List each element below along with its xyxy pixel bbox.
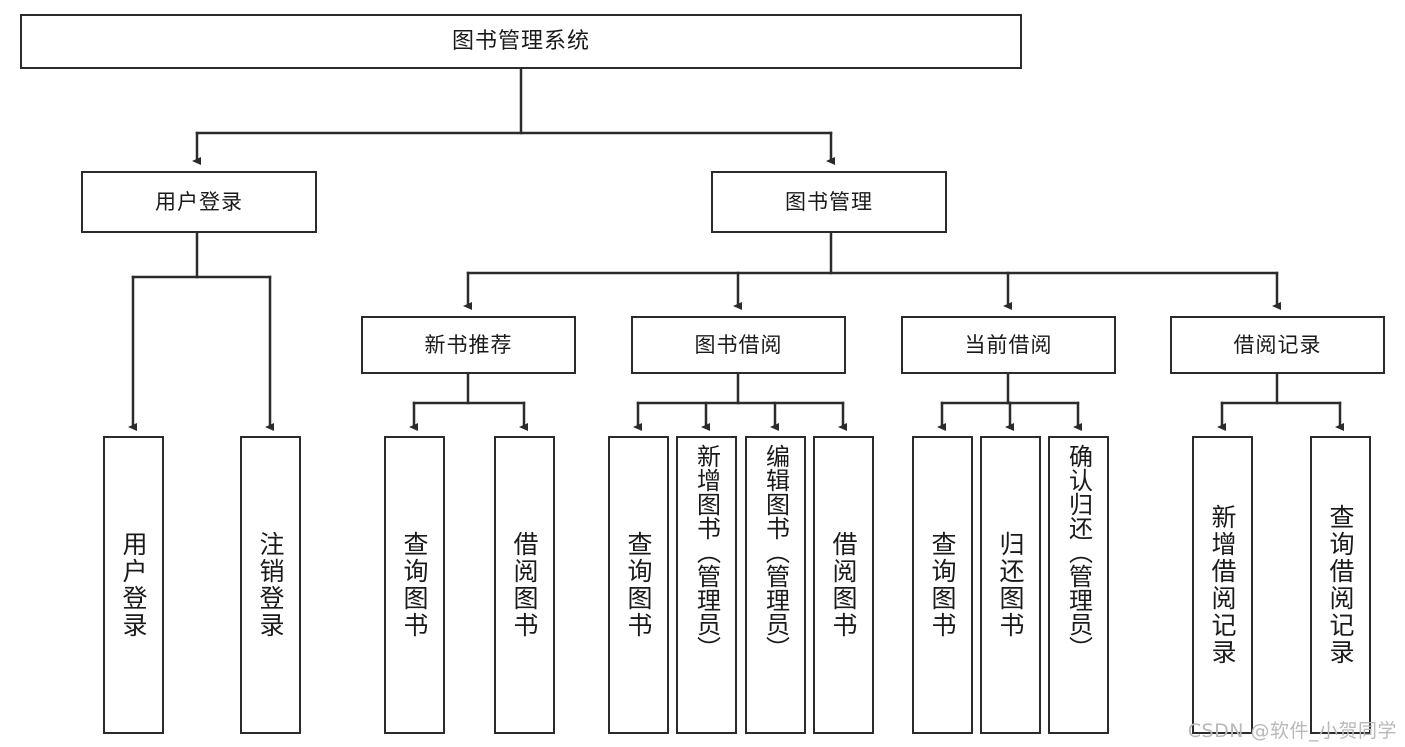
leaf-current-borrow-query-book[interactable]: 查询图书 (912, 436, 973, 734)
node-label: 查询图书 (400, 531, 429, 639)
node-new-book-recommend[interactable]: 新书推荐 (361, 316, 576, 374)
node-book-management[interactable]: 图书管理 (711, 171, 947, 233)
node-label: 当前借阅 (964, 332, 1053, 357)
node-label: 归还图书 (996, 531, 1025, 639)
leaf-book-borrow-add-book-admin[interactable]: 新增图书（管理员） (676, 436, 737, 734)
node-label: 用户登录 (155, 189, 243, 214)
node-label: 新书推荐 (424, 332, 513, 357)
node-label: 查询图书 (624, 531, 653, 639)
node-current-borrow[interactable]: 当前借阅 (901, 316, 1116, 374)
leaf-user-login-login[interactable]: 用户登录 (103, 436, 164, 734)
leaf-book-borrow-query-book[interactable]: 查询图书 (608, 436, 669, 734)
leaf-user-login-logout[interactable]: 注销登录 (240, 436, 301, 734)
node-label: 图书管理 (785, 189, 873, 214)
node-label: 用户登录 (119, 531, 148, 639)
leaf-new-book-query-book[interactable]: 查询图书 (384, 436, 445, 734)
leaf-book-borrow-borrow-book[interactable]: 借阅图书 (813, 436, 874, 734)
node-label: 图书借阅 (694, 332, 783, 357)
node-label: 借阅记录 (1233, 332, 1322, 357)
leaf-current-borrow-confirm-return-admin[interactable]: 确认归还（管理员） (1048, 436, 1109, 734)
node-label: 编辑图书（管理员） (761, 444, 790, 660)
node-label: 查询借阅记录 (1326, 504, 1355, 666)
node-user-login[interactable]: 用户登录 (81, 171, 317, 233)
node-label: 新增借阅记录 (1208, 504, 1237, 666)
node-label: 确认归还（管理员） (1064, 444, 1093, 660)
leaf-borrow-record-add-record[interactable]: 新增借阅记录 (1192, 436, 1253, 734)
leaf-current-borrow-return-book[interactable]: 归还图书 (980, 436, 1041, 734)
leaf-new-book-borrow-book[interactable]: 借阅图书 (494, 436, 555, 734)
node-borrow-record[interactable]: 借阅记录 (1170, 316, 1385, 374)
node-label: 借阅图书 (510, 531, 539, 639)
node-label: 查询图书 (928, 531, 957, 639)
node-label: 借阅图书 (829, 531, 858, 639)
csdn-watermark: CSDN @软件_小贺同学 (1187, 720, 1397, 742)
node-root-book-management-system[interactable]: 图书管理系统 (20, 14, 1022, 69)
node-book-borrow[interactable]: 图书借阅 (631, 316, 846, 374)
node-label: 注销登录 (256, 531, 285, 639)
node-label: 图书管理系统 (451, 28, 590, 54)
leaf-borrow-record-query-record[interactable]: 查询借阅记录 (1310, 436, 1371, 734)
leaf-book-borrow-edit-book-admin[interactable]: 编辑图书（管理员） (745, 436, 806, 734)
node-label: 新增图书（管理员） (692, 444, 721, 660)
